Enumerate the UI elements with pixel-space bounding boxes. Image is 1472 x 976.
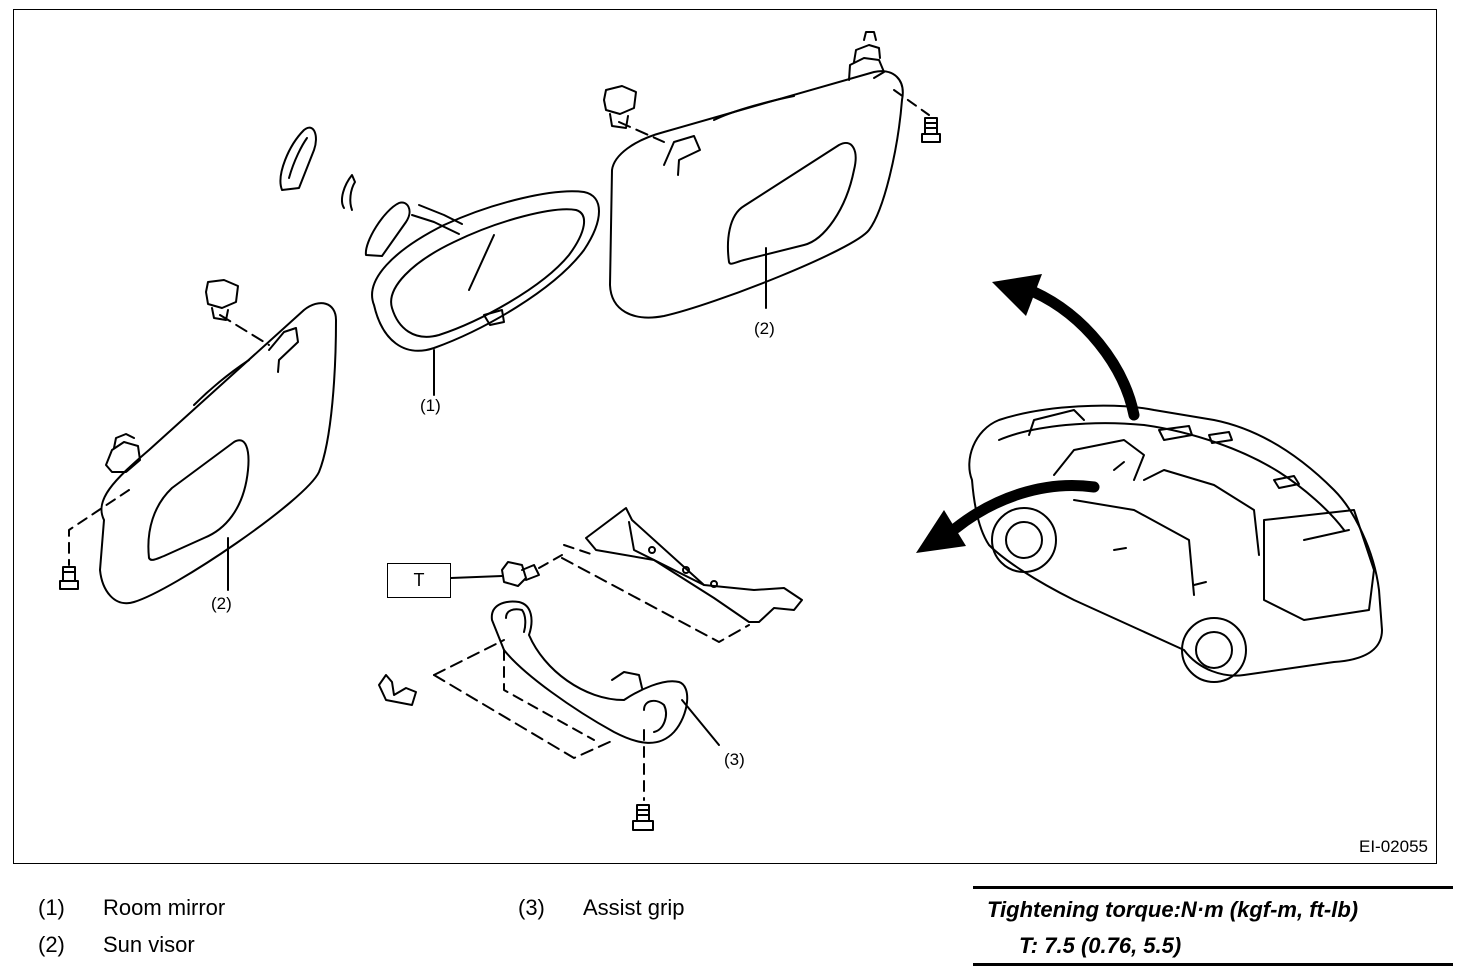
torque-marker-box: T — [387, 563, 451, 598]
bolt-part — [450, 554, 563, 587]
grip-bracket-part — [561, 507, 803, 643]
callout-sun-visor-left: (2) — [211, 594, 232, 613]
sun-visor-left-part — [99, 302, 337, 605]
torque-value: T: 7.5 (0.76, 5.5) — [1019, 933, 1182, 958]
callout-sun-visor-right: (2) — [754, 319, 775, 338]
screw-bottom-part — [632, 804, 654, 831]
torque-title: Tightening torque:N·m (kgf-m, ft-lb) — [987, 897, 1359, 922]
callout-room-mirror: (1) — [420, 396, 441, 415]
assist-grip-part — [433, 600, 720, 801]
legend-label-assist-grip: Assist grip — [583, 895, 685, 920]
direction-arrow-top — [992, 274, 1140, 421]
legend-label-room-mirror: Room mirror — [103, 895, 226, 920]
visor-clip-right-part — [603, 85, 665, 143]
parts-diagram — [59, 31, 1383, 831]
vehicle-illustration — [968, 404, 1383, 683]
legend-number: (2) — [38, 932, 65, 957]
mirror-clip-part — [341, 174, 356, 211]
visor-clip-left-part — [205, 279, 270, 346]
diagram-frame: (1) (2) (2) (3) T EI-02055 — [13, 9, 1437, 864]
room-mirror-part — [371, 190, 600, 396]
legend-number: (3) — [518, 895, 545, 920]
legend-number: (1) — [38, 895, 65, 920]
torque-spec-box: Tightening torque:N·m (kgf-m, ft-lb) T: … — [973, 886, 1453, 966]
screw-left-part — [59, 489, 130, 590]
grip-clip-part — [378, 674, 417, 706]
mirror-cover-part — [279, 126, 317, 191]
direction-arrow-left — [916, 479, 1100, 553]
callout-assist-grip: (3) — [724, 750, 745, 769]
legend-label-sun-visor: Sun visor — [103, 932, 195, 957]
mirror-mount-part — [364, 201, 463, 257]
screw-right-part — [893, 89, 941, 143]
figure-id: EI-02055 — [1359, 837, 1428, 856]
sun-visor-right-part — [609, 31, 904, 319]
